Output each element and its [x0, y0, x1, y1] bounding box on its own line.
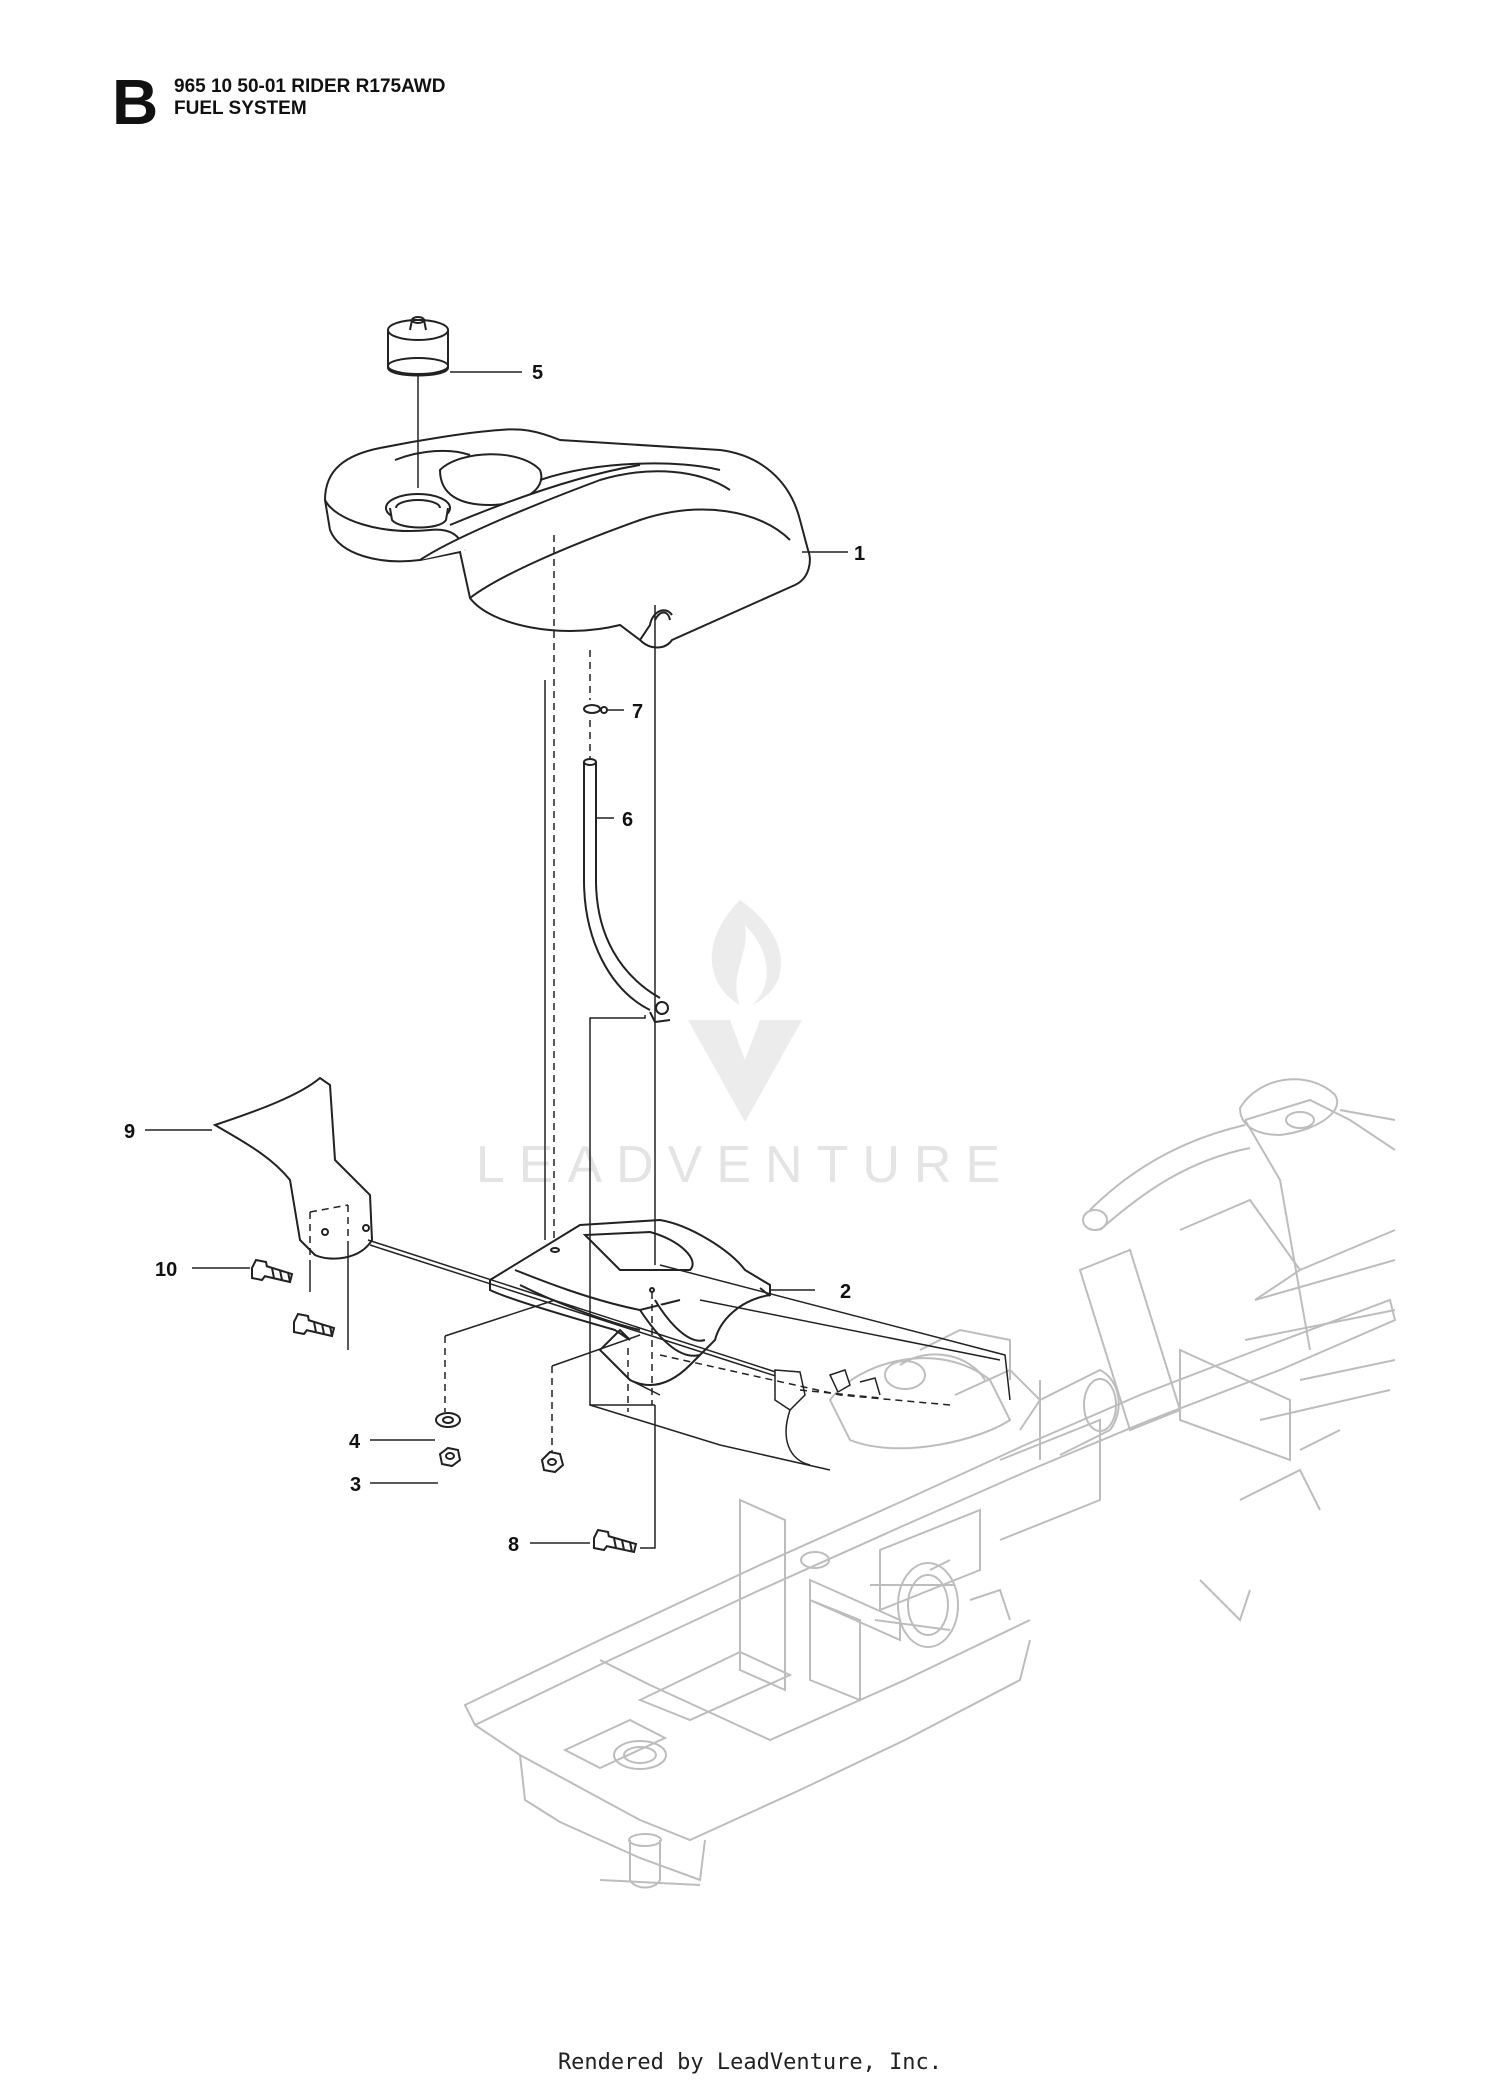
fuel-tank-part [323, 428, 811, 649]
tank-bracket-part [489, 1218, 771, 1386]
cover-plate-part [212, 1076, 374, 1260]
watermark-text: LEADVENTURE [476, 1136, 1014, 1194]
hose-clamp-part [583, 704, 608, 714]
fuel-cap-part [387, 316, 449, 377]
footer-credit: Rendered by LeadVenture, Inc. [557, 2050, 943, 2075]
washer-4 [435, 1412, 461, 1428]
screw-10-lower [293, 1312, 336, 1338]
model-title: 965 10 50-01 RIDER R175AWD [174, 76, 446, 97]
alignment-lines [309, 535, 951, 1452]
screw-10-upper [251, 1258, 294, 1284]
callout-5: 5 [532, 362, 543, 384]
system-title: FUEL SYSTEM [174, 98, 307, 119]
callout-2: 2 [840, 1281, 851, 1303]
callout-4: 4 [349, 1431, 361, 1453]
hardware-parts [251, 1258, 638, 1554]
diagram-header: B 965 10 50-01 RIDER R175AWD FUEL SYSTEM [112, 70, 712, 150]
callout-9: 9 [124, 1121, 135, 1143]
callout-3: 3 [350, 1474, 361, 1496]
callout-leaders [145, 371, 848, 1544]
assembly-lines [309, 375, 1011, 1549]
chassis-frame [463, 1078, 1397, 1889]
control-rod [367, 1239, 881, 1466]
watermark-v-icon [688, 1020, 802, 1122]
screw-8 [593, 1528, 638, 1554]
callout-8: 8 [508, 1534, 519, 1556]
callout-7: 7 [632, 701, 643, 723]
section-letter: B [112, 66, 159, 138]
callout-6: 6 [622, 809, 633, 831]
watermark-flame-icon [711, 900, 782, 1005]
callout-labels: 5 1 7 6 2 4 3 8 9 10 [124, 362, 865, 1556]
callout-1: 1 [854, 543, 865, 565]
callout-10: 10 [155, 1259, 177, 1281]
nut-bracket [540, 1450, 565, 1474]
fuel-hose-part [583, 758, 671, 1024]
leadventure-watermark: LEADVENTURE [476, 900, 1014, 1194]
nut-3 [438, 1446, 462, 1468]
